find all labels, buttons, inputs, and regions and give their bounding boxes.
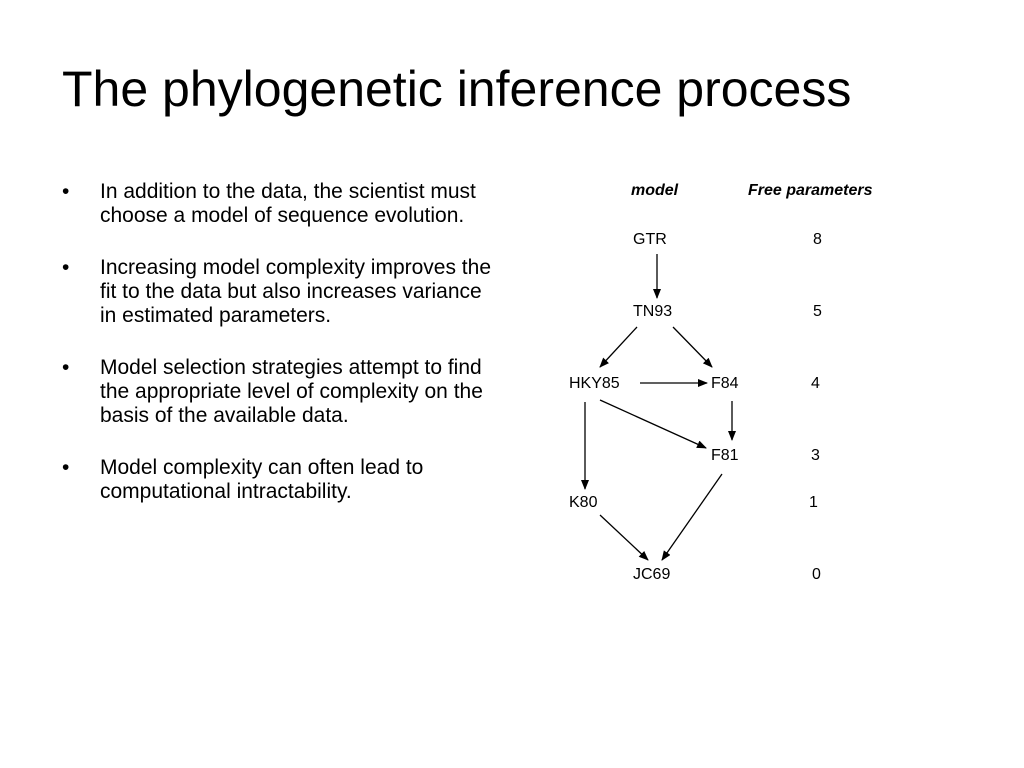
node-f81: F81 <box>711 447 739 464</box>
param-f81: 3 <box>811 447 820 464</box>
bullet-item: • Model complexity can often lead to com… <box>62 456 502 504</box>
node-gtr: GTR <box>633 231 667 248</box>
bullet-marker: • <box>62 456 70 479</box>
model-hierarchy-diagram: model Free parameters GTR TN93 HKY85 F84… <box>540 170 940 600</box>
slide-title: The phylogenetic inference process <box>62 61 852 117</box>
header-model: model <box>631 182 679 199</box>
bullet-marker: • <box>62 180 70 203</box>
edge-f81-jc69 <box>661 473 723 561</box>
edge-tn93-f84 <box>672 326 713 368</box>
bullet-marker: • <box>62 356 70 379</box>
node-k80: K80 <box>569 494 598 511</box>
node-jc69: JC69 <box>633 566 671 583</box>
param-gtr: 8 <box>813 231 822 248</box>
param-k80: 1 <box>809 494 818 511</box>
bullet-text: Model selection strategies attempt to fi… <box>100 356 483 427</box>
bullet-list: • In addition to the data, the scientist… <box>62 180 502 532</box>
bullet-item: • Model selection strategies attempt to … <box>62 356 502 428</box>
bullet-text: Increasing model complexity improves the… <box>100 256 492 327</box>
edge-k80-jc69 <box>599 514 649 561</box>
bullet-text: Model complexity can often lead to compu… <box>100 456 424 503</box>
bullet-item: • In addition to the data, the scientist… <box>62 180 502 228</box>
node-tn93: TN93 <box>633 303 673 320</box>
node-hky85: HKY85 <box>569 375 620 392</box>
bullet-text: In addition to the data, the scientist m… <box>100 180 476 227</box>
header-free-parameters: Free parameters <box>748 182 873 199</box>
bullet-item: • Increasing model complexity improves t… <box>62 256 502 328</box>
param-tn93: 5 <box>813 303 822 320</box>
param-jc69: 0 <box>812 566 821 583</box>
bullet-marker: • <box>62 256 70 279</box>
param-hky85-f84: 4 <box>811 375 820 392</box>
edge-tn93-hky85 <box>599 326 638 368</box>
edge-hky85-f81 <box>599 399 707 449</box>
node-f84: F84 <box>711 375 739 392</box>
diagram-edges <box>581 254 736 561</box>
